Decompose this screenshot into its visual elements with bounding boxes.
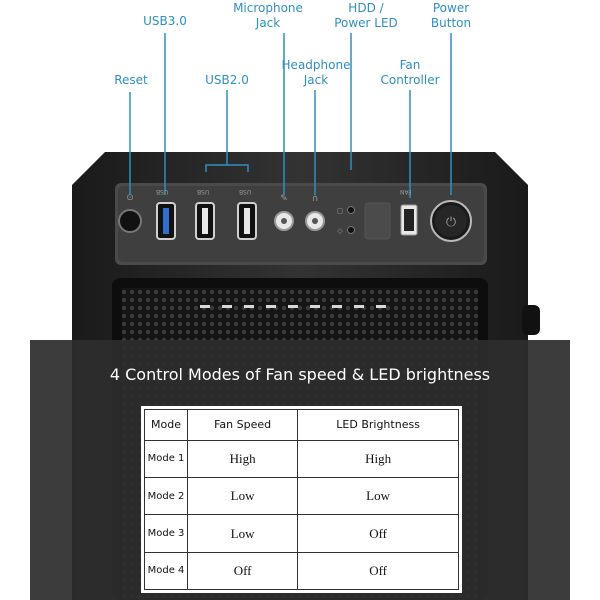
led-strip xyxy=(200,305,386,308)
info-overlay: 4 Control Modes of Fan speed & LED brigh… xyxy=(30,340,570,600)
power-icon: ⏻ xyxy=(446,215,456,230)
modes-table: Mode Fan Speed LED Brightness Mode 1 Hig… xyxy=(144,409,459,591)
callout-fan: Fan Controller xyxy=(380,58,440,87)
cell-led-brightness: Off xyxy=(297,551,459,591)
cell-fan-speed: Low xyxy=(186,514,299,553)
reset-icon: ⊙ xyxy=(126,193,134,203)
side-knob xyxy=(522,305,540,335)
panel-fan-label: FAN xyxy=(400,188,412,195)
table-row: Mode 1 High High xyxy=(144,439,459,479)
callout-microphone: Microphone Jack xyxy=(233,1,303,30)
svg-text:◇: ◇ xyxy=(337,227,343,235)
panel-usb2-label-1: USB xyxy=(197,188,210,195)
cell-led-brightness: Off xyxy=(297,514,459,553)
microphone-icon: ✎ xyxy=(280,194,288,204)
callout-usb3: USB3.0 xyxy=(143,14,187,28)
header-mode: Mode xyxy=(144,409,188,441)
headline: 4 Control Modes of Fan speed & LED brigh… xyxy=(109,365,491,384)
cell-led-brightness: High xyxy=(297,439,459,479)
header-fan-speed: Fan Speed xyxy=(186,409,299,441)
power-led xyxy=(347,226,355,234)
reset-button xyxy=(118,209,142,233)
cell-mode: Mode 2 xyxy=(144,477,188,516)
callout-hdd-led: HDD / Power LED xyxy=(334,1,398,30)
header-led-brightness: LED Brightness xyxy=(297,409,459,441)
hdd-led xyxy=(347,206,355,214)
svg-text:▢: ▢ xyxy=(337,207,344,215)
callout-lines xyxy=(129,33,452,198)
cell-mode: Mode 1 xyxy=(144,439,188,479)
modes-table-box: Mode Fan Speed LED Brightness Mode 1 Hig… xyxy=(141,406,462,593)
table-row: Mode 2 Low Low xyxy=(144,477,459,516)
callout-reset: Reset xyxy=(114,73,148,87)
panel-usb3-label: USB xyxy=(156,188,169,195)
callout-power: Power Button xyxy=(430,1,472,30)
headphone-icon: ∩ xyxy=(312,194,319,204)
cell-mode: Mode 4 xyxy=(144,551,188,591)
table-header-row: Mode Fan Speed LED Brightness xyxy=(144,409,459,441)
cell-mode: Mode 3 xyxy=(144,514,188,553)
cell-fan-speed: High xyxy=(186,439,299,479)
table-row: Mode 3 Low Off xyxy=(144,514,459,553)
table-row: Mode 4 Off Off xyxy=(144,551,459,591)
cell-fan-speed: Low xyxy=(186,477,299,516)
cell-led-brightness: Low xyxy=(297,477,459,516)
callout-headphone: Headphone Jack xyxy=(281,58,351,87)
cell-fan-speed: Off xyxy=(186,551,299,591)
callout-usb2: USB2.0 xyxy=(205,73,249,87)
panel-usb2-label-2: USB xyxy=(239,188,252,195)
